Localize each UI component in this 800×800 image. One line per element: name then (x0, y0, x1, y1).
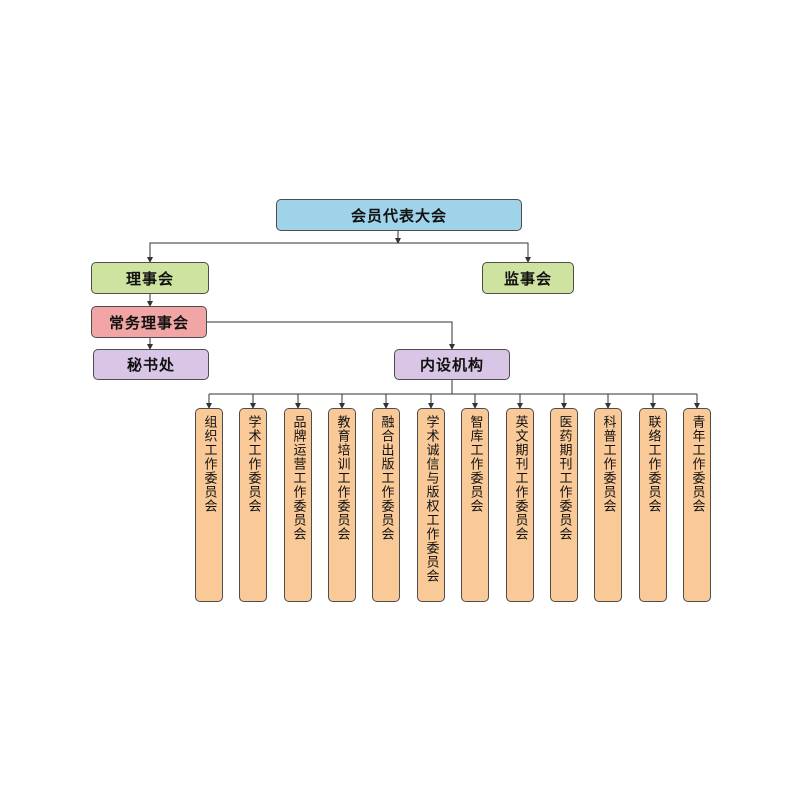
connector-standing-internal (207, 321, 455, 350)
node-standing-council: 常务理事会 (91, 306, 207, 338)
committee-label: 英文期刊工作委员会 (512, 415, 528, 541)
connector-top-branch (149, 242, 529, 262)
committee-label: 融合出版工作委员会 (378, 415, 394, 541)
committee-label: 科普工作委员会 (600, 415, 616, 513)
committee-label: 联络工作委员会 (645, 415, 661, 513)
node-supervisory-board: 监事会 (482, 262, 574, 294)
node-secretariat: 秘书处 (93, 349, 209, 380)
committee-label: 学术诚信与版权工作委员会 (423, 415, 439, 583)
node-internal-bodies: 内设机构 (394, 349, 510, 380)
committee-box: 组织工作委员会 (195, 408, 223, 602)
committee-label: 青年工作委员会 (689, 415, 705, 513)
committee-box: 青年工作委员会 (683, 408, 711, 602)
committee-arrows (206, 394, 700, 409)
committee-label: 组织工作委员会 (201, 415, 217, 513)
committee-label: 学术工作委员会 (245, 415, 261, 513)
node-council: 理事会 (91, 262, 209, 294)
committee-box: 融合出版工作委员会 (372, 408, 400, 602)
committee-label: 医药期刊工作委员会 (556, 415, 572, 541)
committee-label: 品牌运营工作委员会 (290, 415, 306, 541)
committee-box: 教育培训工作委员会 (328, 408, 356, 602)
committee-label: 智库工作委员会 (467, 415, 483, 513)
node-general-assembly: 会员代表大会 (276, 199, 522, 231)
committee-box: 学术工作委员会 (239, 408, 267, 602)
committee-box: 英文期刊工作委员会 (506, 408, 534, 602)
committee-box: 品牌运营工作委员会 (284, 408, 312, 602)
committee-box: 联络工作委员会 (639, 408, 667, 602)
committee-box: 科普工作委员会 (594, 408, 622, 602)
committee-label: 教育培训工作委员会 (334, 415, 350, 541)
committee-box: 学术诚信与版权工作委员会 (417, 408, 445, 602)
committee-box: 智库工作委员会 (461, 408, 489, 602)
committee-box: 医药期刊工作委员会 (550, 408, 578, 602)
